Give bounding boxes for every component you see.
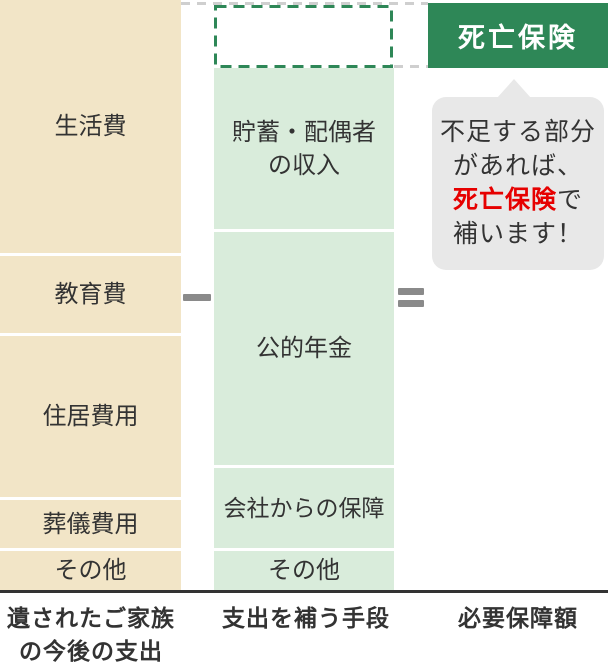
- coverage-column: 貯蓄・配偶者 の収入 公的年金 会社からの保障 その他: [214, 68, 394, 590]
- required-coverage-caption: 必要保障額: [458, 605, 578, 631]
- expense-segment-label: 生活費: [54, 113, 127, 140]
- coverage-segment-label: 会社からの保障: [223, 494, 385, 521]
- shortfall-dashed-box: [214, 5, 393, 68]
- shortfall-connector-lines: [181, 2, 428, 68]
- coverage-segment-other: その他: [214, 551, 394, 590]
- expense-segment-label: 葬儀費用: [42, 510, 139, 538]
- expenses-column-caption: 遺されたご家族 の今後の支出: [7, 605, 175, 664]
- coverage-segment-company-benefits: 会社からの保障: [214, 468, 394, 548]
- coverage-segment-public-pension: 公的年金: [214, 232, 394, 465]
- expense-segment-label: 教育費: [54, 281, 127, 308]
- coverage-segment-label: 公的年金: [256, 335, 352, 362]
- expense-segment-label: 住居費用: [42, 403, 139, 430]
- bubble-line-3: 死亡保険で: [452, 186, 584, 214]
- speech-bubble-tail: [497, 79, 531, 98]
- equals-operator-icon: [398, 288, 424, 307]
- expense-segment-funeral: 葬儀費用: [0, 500, 181, 548]
- bubble-line-2: があれば、: [452, 152, 583, 180]
- expense-segment-education: 教育費: [0, 256, 181, 333]
- coverage-segment-savings-spouse-income: 貯蓄・配偶者 の収入: [214, 68, 394, 229]
- speech-bubble: 不足する部分 があれば、 死亡保険で 補います！: [432, 97, 604, 270]
- coverage-column-caption: 支出を補う手段: [222, 605, 390, 631]
- expense-segment-other: その他: [0, 551, 181, 590]
- coverage-segment-label: 貯蓄・配偶者 の収入: [232, 118, 376, 179]
- bubble-line-4: 補います！: [452, 220, 583, 248]
- coverage-segment-label: その他: [268, 557, 340, 584]
- expense-segment-housing: 住居費用: [0, 336, 181, 497]
- expense-segment-label: その他: [54, 557, 127, 584]
- expenses-column: 生活費 教育費 住居費用 葬儀費用 その他: [0, 0, 181, 590]
- baseline-divider: [0, 590, 608, 593]
- death-insurance-badge: 死亡保険: [428, 3, 608, 68]
- minus-operator-icon: [183, 294, 211, 301]
- expense-segment-living: 生活費: [0, 0, 181, 253]
- bubble-highlight-death-insurance: 死亡保険: [452, 186, 557, 214]
- death-insurance-badge-label: 死亡保険: [458, 23, 578, 53]
- bubble-line-1: 不足する部分: [439, 118, 596, 146]
